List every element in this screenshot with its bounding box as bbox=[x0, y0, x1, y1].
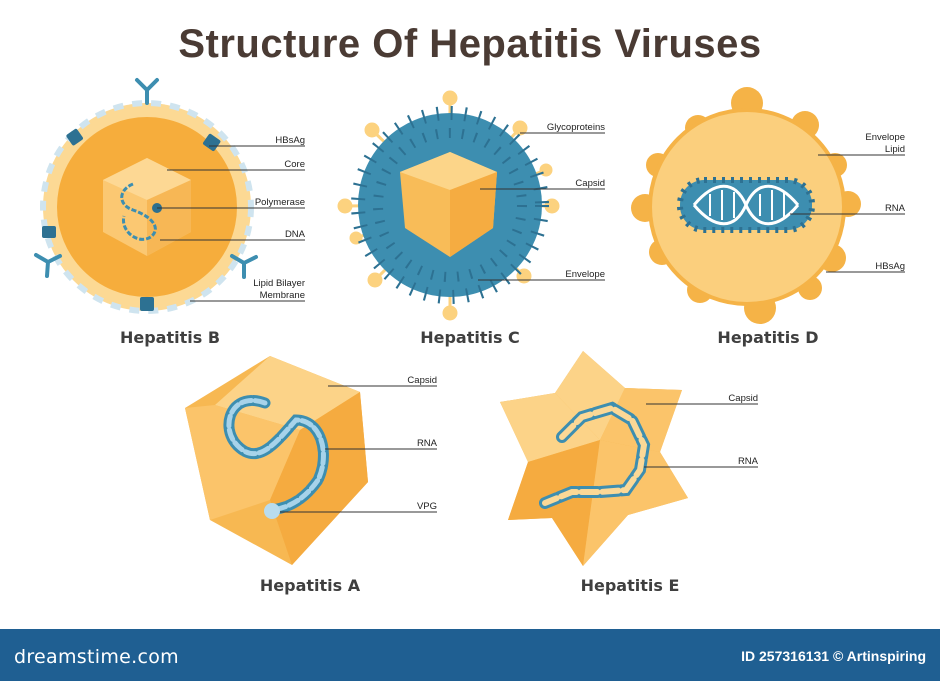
hepatitis-e-label: Hepatitis E bbox=[581, 576, 680, 595]
label-hbsag-d: HBsAg bbox=[875, 261, 905, 272]
label-rna-e: RNA bbox=[738, 456, 759, 467]
hepatitis-a-label: Hepatitis A bbox=[260, 576, 361, 595]
label-capsid-e: Capsid bbox=[728, 393, 758, 404]
page-title: Structure Of Hepatitis Viruses bbox=[178, 22, 762, 66]
image-credit: ID 257316131 © Artinspiring bbox=[741, 648, 926, 664]
label-envelope-c: Envelope bbox=[565, 269, 605, 280]
label-rna-d: RNA bbox=[885, 203, 906, 214]
hepatitis-b-label: Hepatitis B bbox=[120, 328, 220, 347]
virus-diagram: HBsAg Core Polymerase DNA Lipid Bilayer … bbox=[34, 78, 906, 595]
brand-logo[interactable]: dreamstime.com bbox=[14, 646, 179, 668]
label-dna: DNA bbox=[285, 229, 306, 240]
label-membrane: Membrane bbox=[260, 290, 305, 301]
hepatitis-d-label: Hepatitis D bbox=[717, 328, 818, 347]
hepatitis-c-illustration bbox=[337, 90, 605, 321]
label-vpg: VPG bbox=[417, 501, 437, 512]
label-rna-a: RNA bbox=[417, 438, 438, 449]
label-polymerase: Polymerase bbox=[255, 197, 305, 208]
hepatitis-a-illustration bbox=[185, 356, 437, 565]
footer-bar: dreamstime.com ID 257316131 © Artinspiri… bbox=[0, 629, 940, 681]
label-glycoproteins: Glycoproteins bbox=[547, 122, 605, 133]
label-hbsag: HBsAg bbox=[275, 135, 305, 146]
hepatitis-b-illustration bbox=[34, 78, 305, 314]
label-capsid-a: Capsid bbox=[407, 375, 437, 386]
label-envelope-d: Envelope bbox=[865, 132, 905, 143]
hepatitis-c-label: Hepatitis C bbox=[420, 328, 520, 347]
label-capsid-c: Capsid bbox=[575, 178, 605, 189]
label-lipid: Lipid bbox=[885, 144, 905, 155]
hepatitis-d-illustration bbox=[631, 87, 905, 324]
label-lipid-bilayer: Lipid Bilayer bbox=[253, 278, 305, 289]
hepatitis-e-illustration bbox=[500, 351, 758, 566]
label-core: Core bbox=[284, 159, 305, 170]
